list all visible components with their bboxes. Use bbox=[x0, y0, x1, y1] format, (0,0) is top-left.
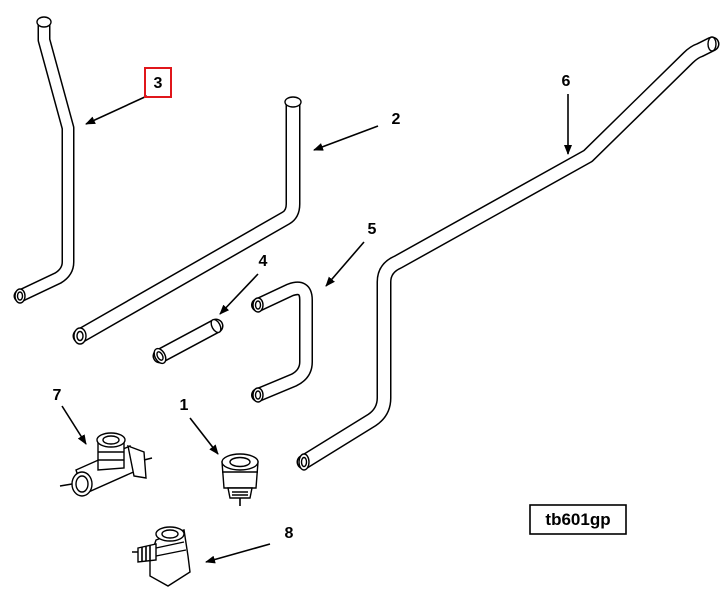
tee-fitting-part-7[interactable] bbox=[59, 432, 153, 497]
callout-label-6[interactable]: 6 bbox=[562, 73, 571, 90]
callout-arrow-3 bbox=[85, 95, 148, 125]
callout-arrow-7 bbox=[61, 405, 87, 445]
callout-label-4[interactable]: 4 bbox=[259, 253, 268, 270]
elbow-fitting-part-8[interactable] bbox=[132, 526, 191, 587]
tube-part-2[interactable] bbox=[72, 96, 302, 345]
callout-label-2[interactable]: 2 bbox=[392, 111, 401, 128]
callout-arrow-2 bbox=[313, 125, 379, 151]
callout-label-3[interactable]: 3 bbox=[154, 75, 163, 92]
tube-part-5[interactable] bbox=[251, 281, 313, 403]
callout-label-1[interactable]: 1 bbox=[180, 397, 189, 414]
figure-code-label: tb601gp bbox=[545, 510, 610, 529]
highlight-box-3 bbox=[144, 67, 172, 98]
callout-arrow-5 bbox=[325, 241, 365, 287]
tube-part-3[interactable] bbox=[13, 16, 75, 304]
callout-arrow-1 bbox=[189, 417, 219, 455]
callout-label-5[interactable]: 5 bbox=[368, 221, 377, 238]
callout-label-7[interactable]: 7 bbox=[53, 387, 62, 404]
tube-part-6[interactable] bbox=[296, 36, 720, 471]
callout-arrow-4 bbox=[219, 273, 259, 315]
tube-part-4[interactable] bbox=[152, 318, 224, 365]
callout-arrow-8 bbox=[205, 543, 271, 564]
callout-label-8[interactable]: 8 bbox=[285, 525, 294, 542]
fitting-part-1[interactable] bbox=[221, 453, 259, 506]
figure-code-box: tb601gp bbox=[529, 504, 627, 535]
